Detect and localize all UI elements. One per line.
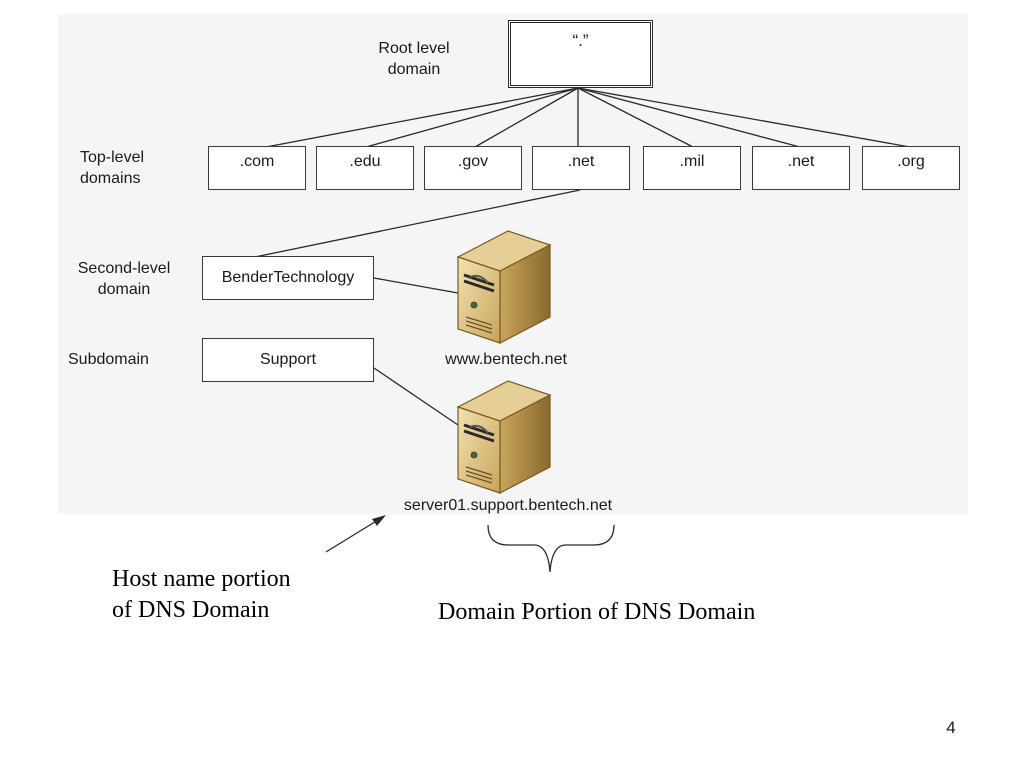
page-number: 4 <box>946 718 956 737</box>
link-root-com <box>265 87 579 148</box>
link-root-mil <box>577 87 694 148</box>
host-name-portion-annotation: Host name portion of DNS Domain <box>112 566 291 623</box>
link-root-net2 <box>577 87 801 148</box>
server-icon <box>456 380 552 494</box>
label-second-level: Second-level domain <box>77 260 171 298</box>
root-domain-box: “.” <box>508 20 653 88</box>
link-root-org <box>577 87 911 148</box>
domain-portion-annotation: Domain Portion of DNS Domain <box>438 599 756 625</box>
server-icon <box>456 230 552 344</box>
tld-box-net: .net <box>532 146 630 190</box>
www-server-hostname: www.bentech.net <box>445 351 567 368</box>
label-subdomain: Subdomain <box>68 351 149 368</box>
link-bender-www <box>373 277 459 294</box>
host-arrow-line <box>325 519 379 553</box>
tld-box-net-2: .net <box>752 146 850 190</box>
second-level-domain-box: BenderTechnology <box>202 256 374 300</box>
link-net-bender <box>249 189 581 259</box>
server01-hostname: server01.support.bentech.net <box>403 497 613 514</box>
tld-box-gov: .gov <box>424 146 522 190</box>
tld-box-org: .org <box>862 146 960 190</box>
link-root-gov <box>474 87 579 148</box>
tld-box-edu: .edu <box>316 146 414 190</box>
tld-box-com: .com <box>208 146 306 190</box>
link-root-edu <box>365 87 579 148</box>
label-root-level: Root level domain <box>378 40 450 78</box>
link-support-server01 <box>373 367 459 426</box>
label-top-level: Top-level domains <box>80 149 145 187</box>
domain-brace <box>487 524 615 573</box>
subdomain-box: Support <box>202 338 374 382</box>
tld-box-mil: .mil <box>643 146 741 190</box>
host-arrow-head <box>372 515 386 526</box>
